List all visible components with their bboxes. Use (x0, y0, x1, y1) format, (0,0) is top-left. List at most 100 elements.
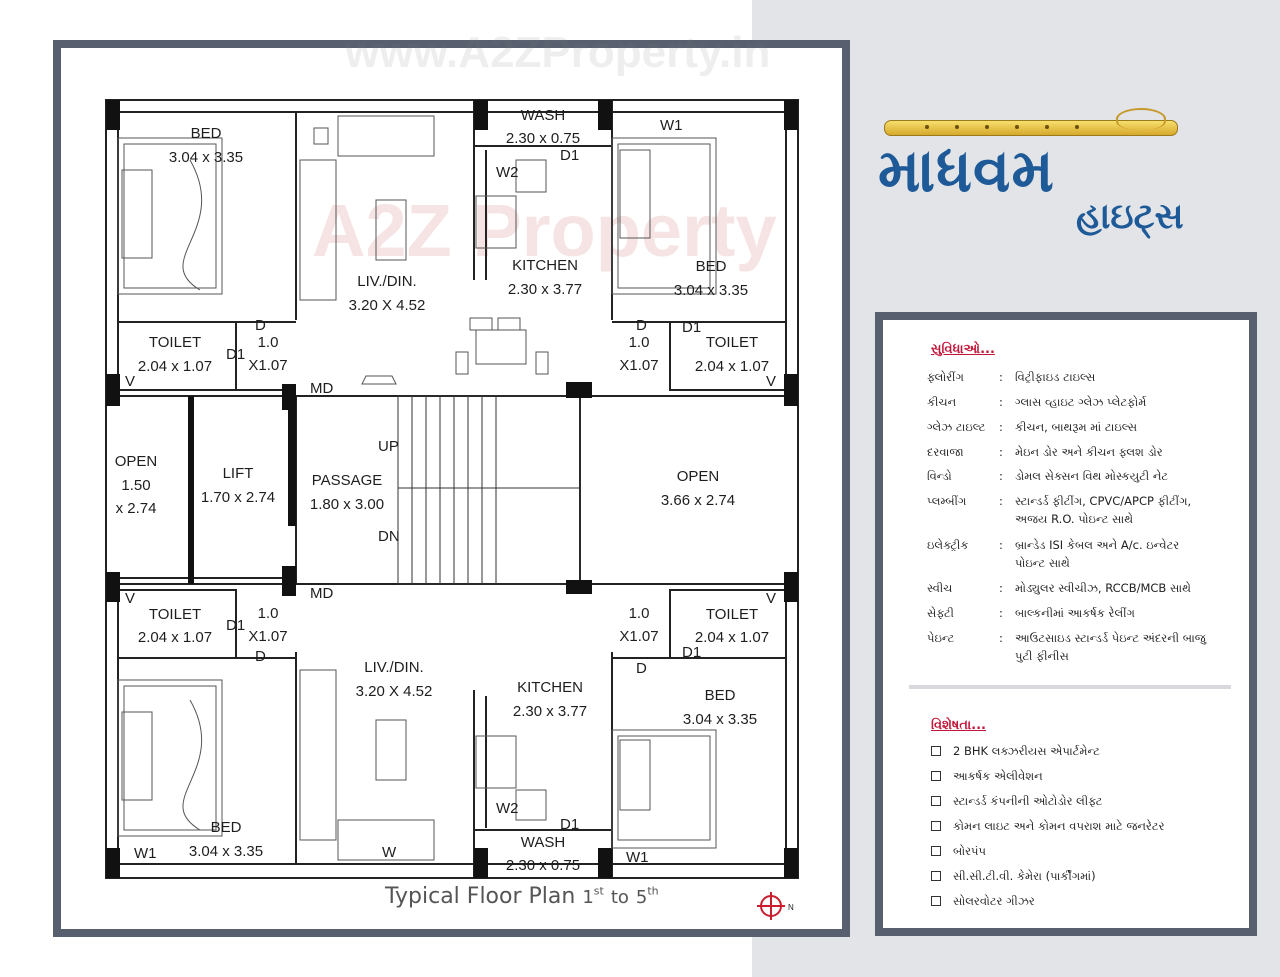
amenity-value: બ્રાન્ડેડ ISI કેબલ અને A/c. ઇન્વેટર (1015, 538, 1180, 552)
bed-tl-name: BED (191, 125, 222, 142)
floor-from: 1 (582, 887, 594, 908)
liv-top-name: LIV./DIN. (357, 273, 416, 290)
kitchen-bot-dim: 2.30 x 3.77 (513, 703, 587, 720)
amenity-key: વિન્ડો (927, 469, 952, 483)
toilet-tl-dim: 2.04 x 1.07 (138, 358, 212, 375)
amenity-key: સ્વીચ (927, 581, 953, 595)
floor-plan-frame (53, 40, 850, 937)
floor-to-word: to (610, 887, 629, 908)
kitchen-bot-name: KITCHEN (517, 679, 583, 696)
mark-v: V (125, 373, 135, 390)
brand-logo: માધવમ હાઇટ્સ (878, 108, 1250, 248)
open-l-name: OPEN (115, 453, 158, 470)
amenity-value-cont: પોઇન્ટ સાથે (1015, 556, 1070, 570)
mark-d: D (255, 317, 266, 334)
north-label: N (788, 903, 794, 912)
toilet-tr-dim: 2.04 x 1.07 (695, 358, 769, 375)
toilet-tr-name: TOILET (706, 334, 758, 351)
checkbox-icon (931, 821, 941, 831)
feature-item: સોલરવોટર ગીઝર (931, 894, 1035, 909)
brand-name-line1: માધવમ (878, 136, 1055, 206)
amenity-key: ગ્લેઝ ટાઇલ્ટ (927, 420, 986, 434)
mark-w1: W1 (660, 117, 683, 134)
mark-v: V (766, 373, 776, 390)
amenity-value-cont: અજય R.O. પોઇન્ટ સાથે (1015, 512, 1134, 526)
feature-item: કોમન લાઇટ અને કોમન વપરાશ માટે જનરેટર (931, 819, 1165, 834)
open-l-b: x 2.74 (116, 500, 157, 517)
toilet-br-name: TOILET (706, 606, 758, 623)
feature-text: સ્ટાન્ડર્ડ કંપનીની ઓટોડોર લીફ્ટ (953, 794, 1103, 808)
sq-tr-b: X1.07 (619, 357, 658, 374)
liv-bot-name: LIV./DIN. (364, 659, 423, 676)
amenity-key: સેફ્ટી (927, 606, 954, 620)
lift-dim: 1.70 x 2.74 (201, 489, 275, 506)
kitchen-top-dim: 2.30 x 3.77 (508, 281, 582, 298)
floor-plan-title: Typical Floor Plan 1st to 5th (385, 884, 659, 909)
open-l-a: 1.50 (121, 477, 150, 494)
flute-icon (884, 120, 1178, 136)
columns (106, 100, 798, 878)
mark-md: MD (310, 585, 333, 602)
bed-br-name: BED (705, 687, 736, 704)
brand-name-line2: હાઇટ્સ (1076, 196, 1184, 237)
feature-text: કોમન લાઇટ અને કોમન વપરાશ માટે જનરેટર (953, 819, 1165, 833)
floor-plan-title-text: Typical Floor Plan (385, 884, 576, 909)
toilet-bl-name: TOILET (149, 606, 201, 623)
mark-w: W (382, 844, 397, 861)
mark-w2: W2 (496, 164, 519, 181)
amenity-key: કીચન (927, 395, 957, 409)
amenities-title: સુવિધાઓ... (931, 342, 995, 357)
amenity-value: ગ્લાસ વ્હાઇટ ગ્લેઝ પ્લેટફોર્મ (1015, 395, 1147, 409)
amenity-value: આઉટસાઇડ સ્ટાન્ડર્ડ પેઇન્ટ અંદરની બાજુ (1015, 631, 1206, 645)
mark-d1: D1 (560, 816, 579, 833)
section-divider (909, 685, 1231, 689)
feature-item: બોરપંપ (931, 844, 986, 859)
feature-item: સી.સી.ટી.વી. કેમેરા (પાર્કીંગમાં) (931, 869, 1096, 884)
bed-bl-dim: 3.04 x 3.35 (189, 843, 263, 860)
amenity-value: મોડ્યુલર સ્વીચીઝ, RCCB/MCB સાથે (1015, 581, 1191, 595)
amenity-value: ડોમલ સેક્સન વિથ મોસ્કયુટી નેટ (1015, 469, 1169, 483)
feather-icon (1116, 108, 1166, 130)
amenity-key: દરવાજા (927, 445, 964, 459)
mark-dn: DN (378, 528, 400, 545)
amenity-value: બાલ્કનીમાં આકર્ષક રેલીંગ (1015, 606, 1135, 620)
amenity-key: ઇલેક્ટ્રીક (927, 538, 969, 552)
bed-tr-name: BED (696, 258, 727, 275)
amenity-value: મેઇન ડોર અને કીચન ફ્લશ ડોર (1015, 445, 1163, 459)
watermark-top: www.A2ZProperty.in (345, 28, 771, 77)
feature-text: આકર્ષક એલીવેશન (953, 769, 1043, 783)
feature-text: સી.સી.ટી.વી. કેમેરા (પાર્કીંગમાં) (953, 869, 1096, 883)
features-title: વિશેષતા... (931, 718, 986, 733)
passage-dim: 1.80 x 3.00 (310, 496, 384, 513)
floor-from-sup: st (593, 884, 604, 898)
amenity-key: પ્લમ્બીંગ (927, 494, 967, 508)
wash-bot-dim: 2.30 x 0.75 (506, 857, 580, 874)
open-r-dim: 3.66 x 2.74 (661, 492, 735, 509)
checkbox-icon (931, 746, 941, 756)
amenity-key: ફ્લોરીંગ (927, 370, 964, 384)
checkbox-icon (931, 771, 941, 781)
mark-d1: D1 (682, 644, 701, 661)
sq-br-b: X1.07 (619, 628, 658, 645)
mark-d: D (255, 648, 266, 665)
staircase (397, 395, 581, 585)
mark-d: D (636, 660, 647, 677)
feature-text: બોરપંપ (953, 844, 986, 858)
amenity-value: કીચન, બાથરૂમ માં ટાઇલ્સ (1015, 420, 1138, 434)
wash-top-name: WASH (521, 107, 565, 124)
amenity-value: વિટ્રીફાઇડ ટાઇલ્સ (1015, 370, 1096, 384)
furniture (117, 115, 717, 861)
kitchen-top-name: KITCHEN (512, 257, 578, 274)
floor-to: 5 (635, 887, 648, 908)
toilet-tl-name: TOILET (149, 334, 201, 351)
liv-top-dim: 3.20 X 4.52 (349, 297, 426, 314)
sq-bl-b: X1.07 (248, 628, 287, 645)
amenities-panel: સુવિધાઓ... ફ્લોરીંગ:વિટ્રીફાઇડ ટાઇલ્સ કી… (875, 312, 1257, 936)
bed-tl-dim: 3.04 x 3.35 (169, 149, 243, 166)
watermark-center: A2Z Property (312, 189, 777, 272)
mark-v: V (125, 590, 135, 607)
mark-d1: D1 (226, 617, 245, 634)
amenity-key: પેઇન્ટ (927, 631, 955, 645)
feature-text: સોલરવોટર ગીઝર (953, 894, 1035, 908)
sq-tl-a: 1.0 (258, 334, 279, 351)
